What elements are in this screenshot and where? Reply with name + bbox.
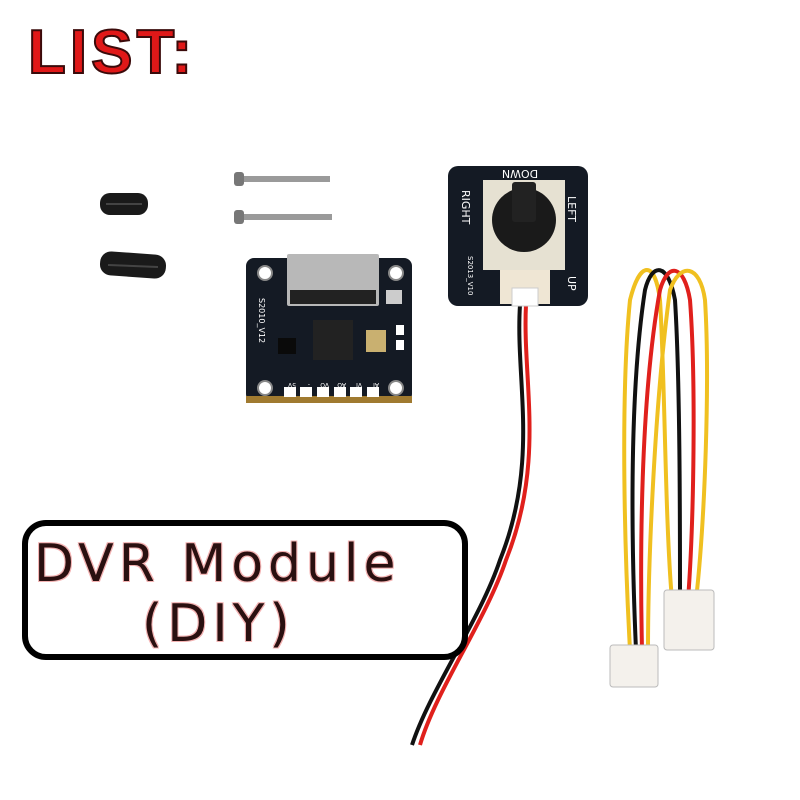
spring-pin — [100, 193, 148, 215]
product-label-line1: DVR Module — [34, 534, 401, 594]
product-label-line2: (DIY) — [142, 594, 295, 654]
pad-label: AO — [337, 381, 346, 388]
pad-label: VO — [320, 381, 329, 388]
red-wire — [418, 304, 532, 746]
pad-label: - — [308, 381, 310, 388]
dvr-board-model: S2010_V12 — [257, 298, 266, 343]
direction-label-left: LEFT — [565, 196, 578, 222]
product-label-box — [22, 520, 468, 660]
wire-harness — [622, 268, 709, 651]
pad-label: VI — [356, 381, 362, 388]
joystick-board: DOWN LEFT RIGHT S2013_V10 UP — [448, 166, 588, 307]
pad-label: AI — [373, 381, 379, 388]
direction-label-up: UP — [565, 276, 578, 291]
dvr-board: S2010_V12 5V - VO AO VI AI — [246, 254, 412, 403]
list-title: LIST: — [27, 18, 197, 87]
pad-label: 5V — [287, 381, 296, 388]
screw — [234, 172, 330, 186]
joystick-board-model: S2013_V10 — [466, 256, 474, 295]
black-wire — [410, 304, 526, 746]
direction-label-down: DOWN — [502, 167, 538, 180]
spring-pin — [99, 251, 167, 279]
jst-connector — [609, 589, 715, 688]
screw — [234, 210, 332, 224]
direction-label-right: RIGHT — [459, 190, 472, 225]
